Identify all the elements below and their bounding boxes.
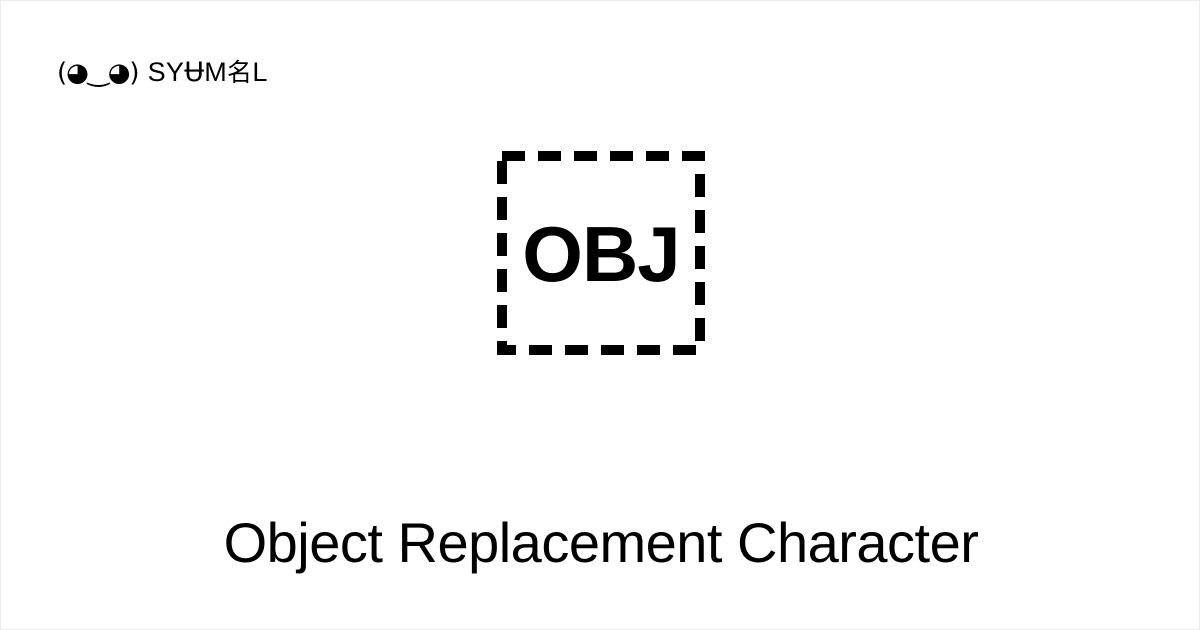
object-replacement-character-glyph: OBJ — [497, 151, 705, 355]
site-logo-wordmark: SYɄM名L — [147, 57, 268, 88]
logo-text-prefix: SY — [147, 57, 185, 87]
logo-loop-letter: Ʉ — [184, 57, 205, 88]
site-logo[interactable]: (◕‿◕) SYɄM名L — [57, 57, 268, 88]
dashed-frame-rect — [497, 151, 705, 355]
kaomoji-face-icon: (◕‿◕) — [57, 58, 140, 88]
glyph-obj-label: OBJ — [522, 210, 680, 298]
glyph-display-area: OBJ — [1, 151, 1199, 355]
logo-cjk-character: 名 — [227, 58, 253, 87]
character-name-caption: Object Replacement Character — [223, 511, 979, 574]
logo-text-suffix: L — [252, 57, 268, 87]
logo-text-mid: M — [204, 57, 228, 87]
dashed-box-icon — [497, 151, 705, 355]
